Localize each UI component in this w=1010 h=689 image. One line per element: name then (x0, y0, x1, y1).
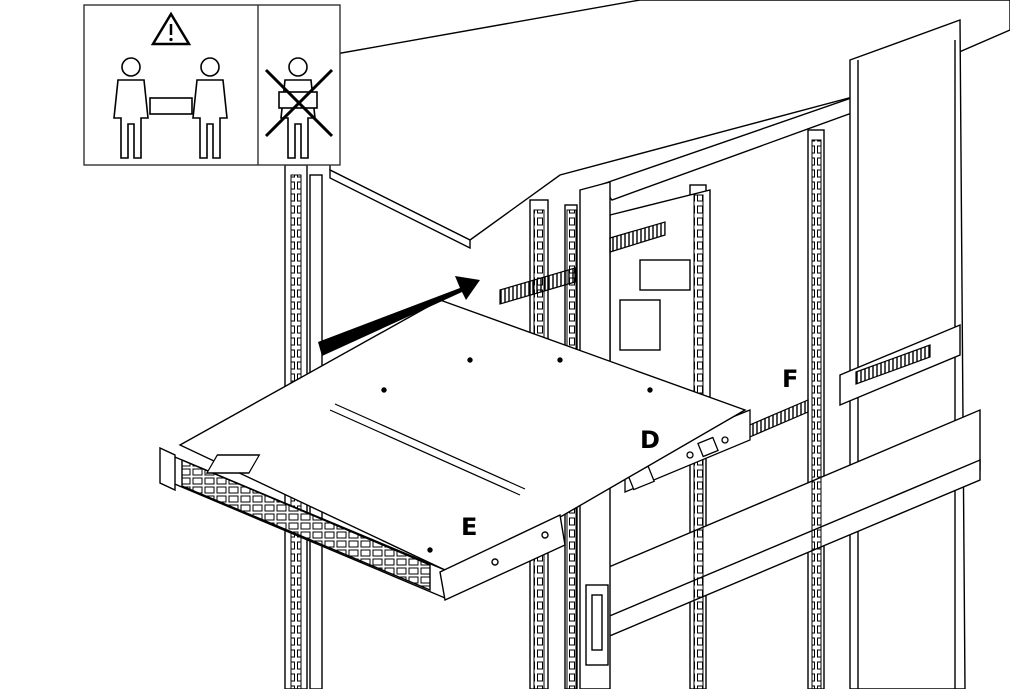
no-single-person-lift-icon (264, 57, 334, 159)
callout-label-f: F (782, 365, 799, 393)
rack-rails (499, 221, 931, 443)
switch-chassis (159, 299, 747, 602)
callout-label-d: D (640, 426, 660, 454)
two-person-lift-icon (113, 57, 228, 159)
warning-triangle-icon (150, 11, 192, 46)
insertion-direction-arrow (318, 276, 480, 356)
lift-warning-panel (83, 4, 341, 166)
callout-label-e: E (461, 513, 478, 541)
rail-bracket-d (624, 409, 751, 493)
